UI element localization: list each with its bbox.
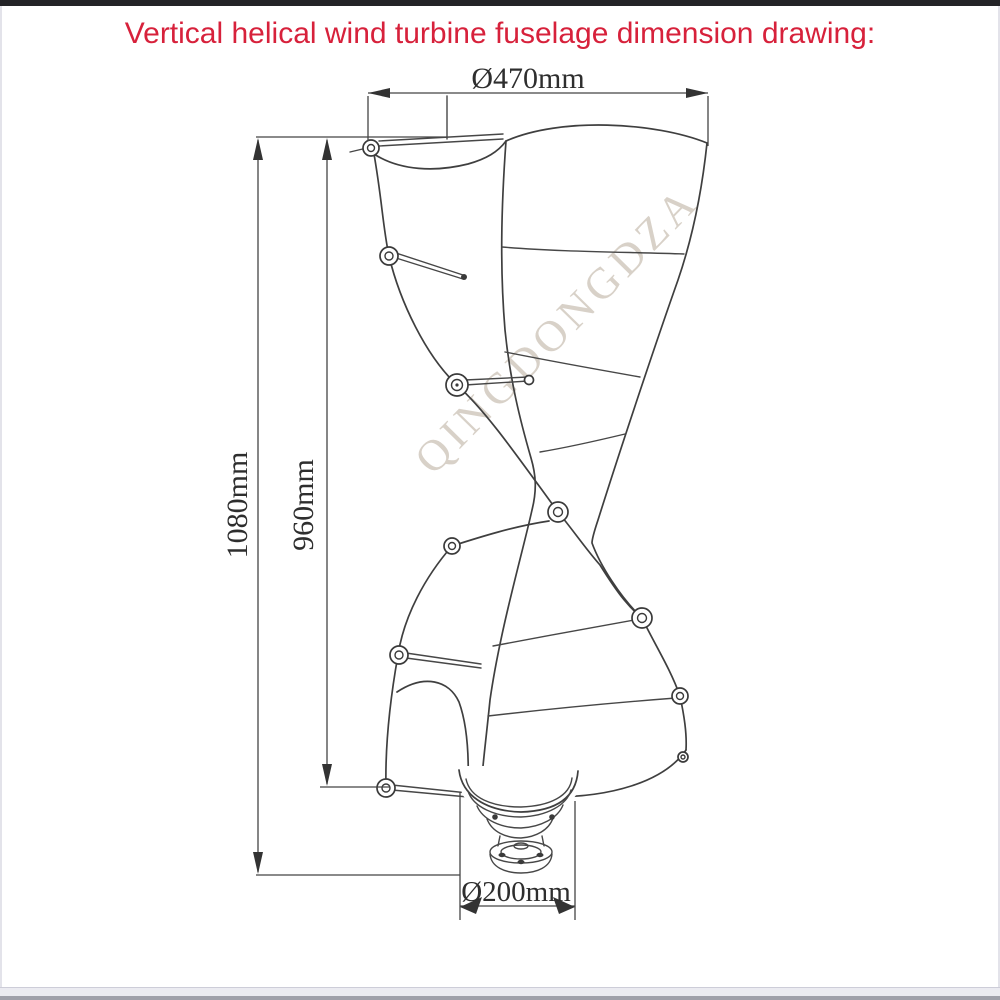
- dimension-top-diameter: Ø470mm: [367, 62, 709, 146]
- generator-ring: [486, 817, 554, 839]
- seam-band: [501, 246, 685, 255]
- seam-band: [539, 433, 626, 453]
- front-blade-top-edge: [505, 124, 708, 144]
- dim-label-overall-height: 1080mm: [221, 452, 254, 559]
- dim-arrow: [322, 764, 332, 786]
- dimension-base-diameter: Ø200mm: [459, 792, 576, 920]
- drawing-title: Vertical helical wind turbine fuselage d…: [124, 17, 876, 50]
- bolt-joint: [362, 139, 380, 157]
- bolt-joint: [631, 607, 653, 629]
- seam-band: [492, 618, 641, 647]
- seam-band: [504, 351, 641, 378]
- window-bottom-bar: [0, 987, 1000, 997]
- window-left-border: [0, 6, 2, 987]
- bolt-joint: [461, 274, 467, 280]
- bolt-joints: [362, 139, 689, 798]
- strut: [395, 252, 464, 280]
- generator-rim: [465, 777, 573, 808]
- bolt-joint: [547, 501, 569, 523]
- lower-blade-top-edge: [451, 520, 550, 547]
- dim-arrow: [460, 897, 482, 914]
- bolt-joint: [379, 246, 399, 266]
- dim-label-rotor-height: 960mm: [287, 459, 320, 551]
- dim-arrow: [553, 897, 575, 914]
- rear-blade-top-edge: [373, 140, 507, 170]
- strut: [464, 376, 529, 386]
- lower-blade-scoop: [396, 680, 470, 787]
- dimension-overall-height: 1080mm: [221, 136, 460, 876]
- mounting-flange: [489, 840, 553, 874]
- generator-ring: [467, 789, 572, 818]
- generator-ring: [476, 804, 564, 829]
- dim-arrow: [253, 852, 263, 874]
- dim-arrow: [322, 138, 332, 160]
- housing-bolt: [549, 814, 555, 820]
- bolt-joint: [389, 645, 409, 665]
- dimension-rotor-height: 960mm: [287, 138, 390, 788]
- dim-arrow: [253, 138, 263, 160]
- flange-bolt-hole: [517, 859, 525, 865]
- bolt-joint: [671, 687, 689, 705]
- seam-band: [487, 697, 677, 717]
- flange-bolt-hole: [498, 852, 506, 858]
- bolt-joint: [523, 374, 535, 386]
- window-bottom-edge: [0, 996, 1000, 1000]
- window-top-bar: [0, 0, 1000, 6]
- front-blade-right-edge: [591, 142, 708, 619]
- window-right-border: [998, 6, 1000, 987]
- base-generator: [458, 766, 579, 874]
- bolt-joint: [376, 778, 396, 798]
- strut: [405, 652, 482, 669]
- dim-arrow: [368, 88, 390, 98]
- strut: [391, 784, 469, 798]
- dim-label-base-diameter: Ø200mm: [461, 876, 571, 908]
- dim-label-top-diameter: Ø470mm: [471, 62, 584, 95]
- bolt-joint: [445, 373, 469, 397]
- flange-bolt-hole: [536, 852, 544, 858]
- housing-bolt: [492, 814, 498, 820]
- generator-bowl: [458, 769, 579, 813]
- bolt-joint: [677, 751, 689, 763]
- bolt-joint: [443, 537, 461, 555]
- front-blade-left-edge: [480, 140, 537, 791]
- turbine-silhouette: [374, 125, 707, 798]
- strut: [378, 133, 504, 147]
- dim-arrow: [686, 88, 708, 98]
